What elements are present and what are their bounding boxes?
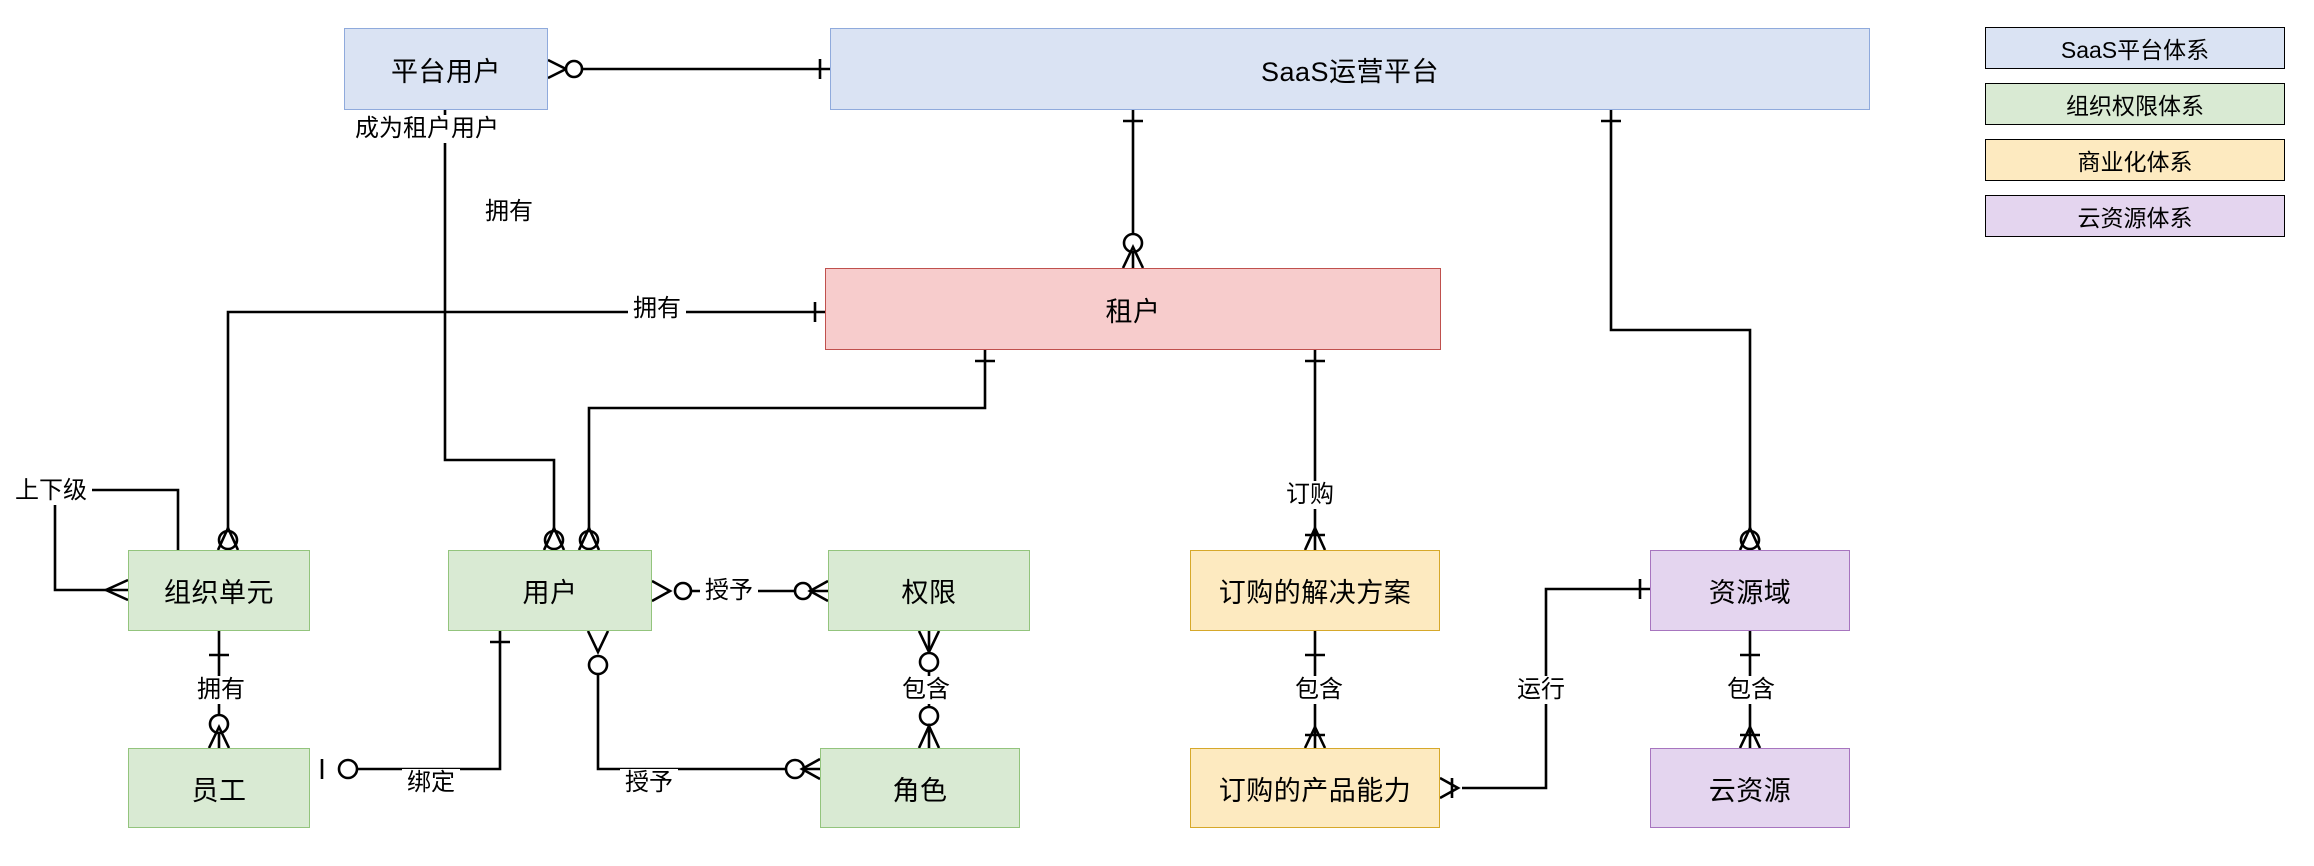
line-platformuser-user (443, 110, 556, 530)
zero-role-left (784, 758, 806, 780)
zero-permission-bottom (918, 651, 940, 673)
edge-label-own_tenant_user: 拥有 (628, 295, 686, 323)
zero-resourcedomain-top (1739, 529, 1761, 551)
crow-capability-top (1303, 723, 1327, 749)
line-tenant-user (587, 350, 987, 530)
crow-user-top-right (577, 524, 601, 551)
zero-tenant-top (1122, 232, 1144, 254)
entity-saas_platform[interactable]: SaaS运营平台 (830, 28, 1870, 110)
line-user-role (596, 655, 820, 771)
zero-role-top (918, 705, 940, 727)
legend-saas[interactable]: SaaS平台体系 (1985, 27, 2285, 69)
edge-label-bind: 绑定 (402, 769, 460, 797)
crow-orgunit-hierarchy (102, 578, 129, 602)
edge-label-own_employee: 拥有 (192, 676, 250, 704)
crow-orgunit-top (216, 524, 240, 551)
legend-business[interactable]: 商业化体系 (1985, 139, 2285, 181)
crow-user-permission (651, 579, 673, 603)
edge-label-contain_role: 包含 (897, 676, 955, 704)
edge-label-contain_capability: 包含 (1290, 676, 1348, 704)
crow-permission-bottom (917, 630, 941, 656)
zero-user-top-right (578, 529, 600, 551)
entity-role[interactable]: 角色 (820, 748, 1020, 828)
zero-permission-user (793, 581, 813, 601)
zero-employee-right (337, 758, 359, 780)
legend-cloud[interactable]: 云资源体系 (1985, 195, 2285, 237)
legend-org[interactable]: 组织权限体系 (1985, 83, 2285, 125)
entity-tenant[interactable]: 租户 (825, 268, 1441, 350)
line-saas-resourcedomain (1609, 110, 1752, 530)
crow-tenant-top (1121, 243, 1145, 269)
edge-label-grant_role: 授予 (620, 769, 678, 797)
entity-ordered_solution[interactable]: 订购的解决方案 (1190, 550, 1440, 631)
line-user-employee (356, 631, 502, 771)
crow-orderedsolution-top (1303, 524, 1327, 551)
crow-capability-right (1439, 776, 1461, 800)
entity-cloud_resource[interactable]: 云资源 (1650, 748, 1850, 828)
entity-ordered_capability[interactable]: 订购的产品能力 (1190, 748, 1440, 828)
entity-org_unit[interactable]: 组织单元 (128, 550, 310, 631)
zero-user-permission (673, 581, 693, 601)
crow-resourcedomain-top (1738, 524, 1762, 551)
zero-user-top-left (543, 529, 565, 551)
zero-user-bottom-right (587, 654, 609, 676)
edge-label-own_tenant_org: 拥有 (480, 198, 538, 226)
edge-label-become_tenant_user: 成为租户用户 (350, 115, 504, 143)
entity-user[interactable]: 用户 (448, 550, 652, 631)
crow-employee-top (207, 723, 231, 749)
crow-role-left (799, 757, 821, 781)
zero-platformuser-saas (564, 59, 584, 79)
crow-cloudresource-top (1738, 723, 1762, 749)
edge-label-subscribe: 订购 (1281, 481, 1339, 509)
entity-platform_user[interactable]: 平台用户 (344, 28, 548, 110)
crow-user-top-left (542, 524, 566, 551)
zero-employee-top (208, 713, 230, 735)
edge-label-run: 运行 (1512, 676, 1570, 704)
crow-role-top (917, 722, 941, 749)
edge-label-grant_permission: 授予 (700, 577, 758, 605)
crow-permission-user (807, 579, 829, 603)
edge-label-contain_resource: 包含 (1722, 676, 1780, 704)
edge-label-hierarchy: 上下级 (10, 477, 92, 505)
crow-user-bottom-right (586, 630, 610, 656)
entity-employee[interactable]: 员工 (128, 748, 310, 828)
zero-orgunit-top (217, 529, 239, 551)
entity-permission[interactable]: 权限 (828, 550, 1030, 631)
line-tenant-orgunit (226, 310, 825, 530)
crow-platformuser-saas (547, 58, 569, 80)
entity-resource_domain[interactable]: 资源域 (1650, 550, 1850, 631)
